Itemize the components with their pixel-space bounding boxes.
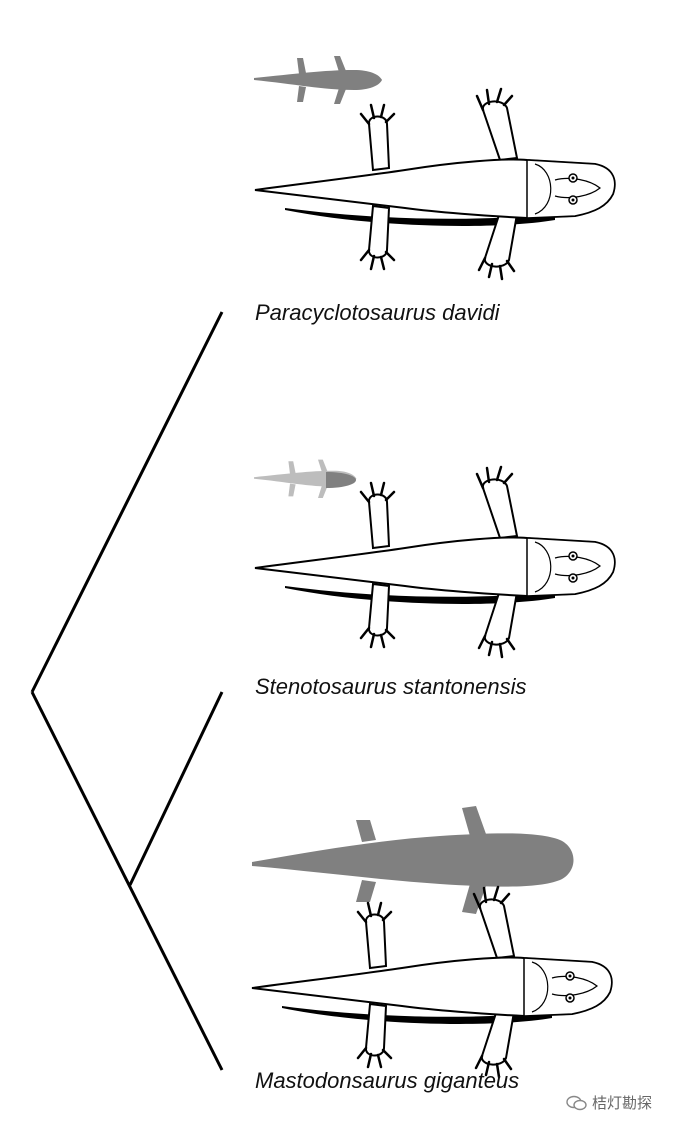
species-label-mastodonsaurus: Mastodonsaurus giganteus bbox=[255, 1068, 520, 1093]
watermark: 桔灯勘探 bbox=[566, 1092, 652, 1113]
clade-branch-top bbox=[30, 311, 224, 693]
animal-paracyclotosaurus bbox=[253, 87, 616, 281]
animal-mastodonsaurus bbox=[250, 885, 613, 1079]
watermark-text: 桔灯勘探 bbox=[592, 1094, 653, 1112]
wechat-icon bbox=[566, 1095, 587, 1110]
clade-branch-root bbox=[30, 691, 224, 1071]
species-label-paracyclotosaurus: Paracyclotosaurus davidi bbox=[255, 300, 500, 325]
clade-branch-middle bbox=[128, 691, 224, 886]
animal-stenotosaurus bbox=[253, 465, 616, 659]
mini-head-stenotosaurus bbox=[326, 472, 356, 488]
species-label-stenotosaurus: Stenotosaurus stantonensis bbox=[255, 674, 527, 699]
silhouette-mastodonsaurus bbox=[252, 806, 574, 914]
mini-silhouette-paracyclotosaurus bbox=[254, 56, 382, 104]
